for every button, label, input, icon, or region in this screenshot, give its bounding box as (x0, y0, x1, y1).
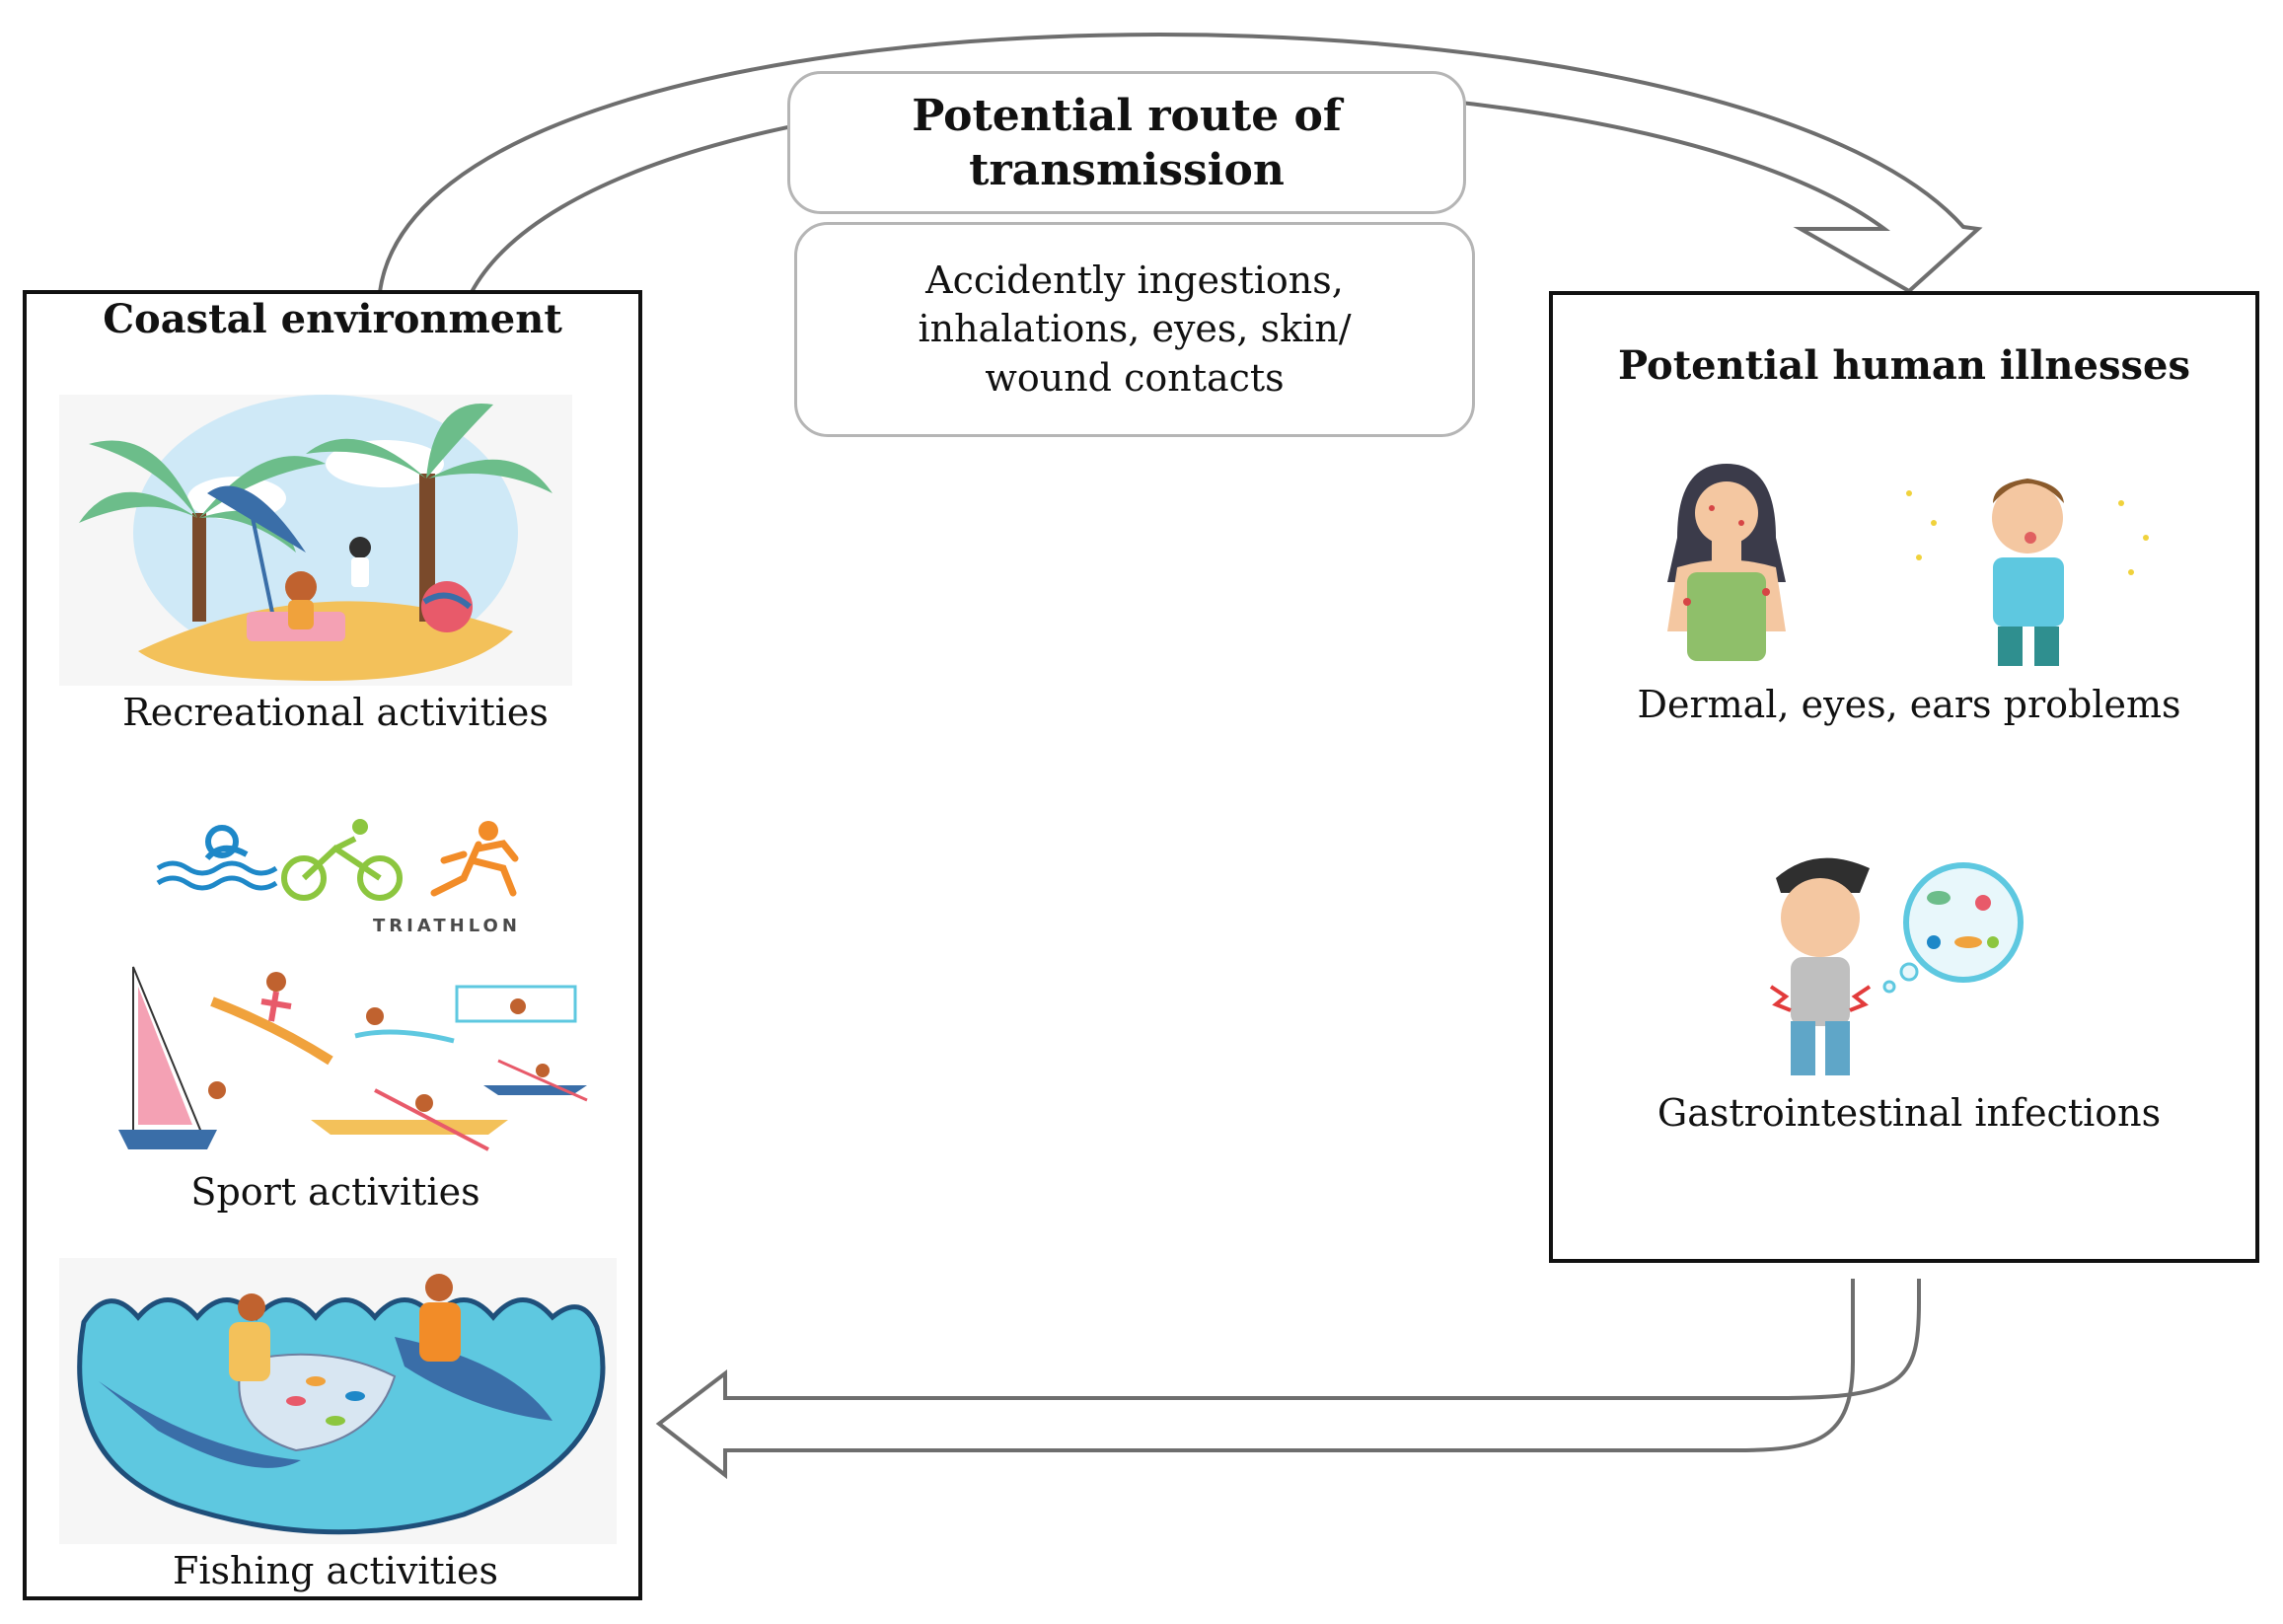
route-title-box: Potential route of transmission (787, 71, 1466, 214)
kayak-icon (483, 1059, 588, 1102)
run-icon (430, 821, 519, 897)
bottom-arrow (655, 1279, 1921, 1480)
coastal-title: Coastal environment (103, 296, 562, 342)
swim-icon (156, 825, 278, 891)
illnesses-title: Potential human illnesses (1618, 342, 2190, 389)
route-title: Potential route of transmission (912, 90, 1342, 195)
route-description-box: Accidently ingestions, inhalations, eyes… (794, 222, 1475, 437)
gastro-label: Gastrointestinal infections (1657, 1091, 2162, 1135)
sailboat-icon (118, 966, 226, 1149)
recreational-label: Recreational activities (122, 691, 549, 734)
canoe-icon (311, 1088, 508, 1151)
water-polo-icon (455, 985, 577, 1023)
sick-man-icon (1769, 857, 1872, 1075)
woman-rash-icon (1667, 464, 1786, 661)
swimmer-icon (354, 1007, 455, 1044)
dermal-label: Dermal, eyes, ears problems (1637, 683, 2181, 726)
route-description: Accidently ingestions, inhalations, eyes… (918, 258, 1352, 400)
boy-allergy-icon (1906, 479, 2149, 666)
bike-icon (281, 819, 403, 901)
bacteria-icon (1882, 862, 2024, 994)
triathlon-label: TRIATHLON (373, 916, 521, 936)
surfer-icon (210, 972, 333, 1066)
illnesses-panel: Potential human illnesses (1549, 291, 2259, 1263)
fishing-label: Fishing activities (173, 1549, 498, 1592)
sport-label: Sport activities (190, 1170, 480, 1214)
